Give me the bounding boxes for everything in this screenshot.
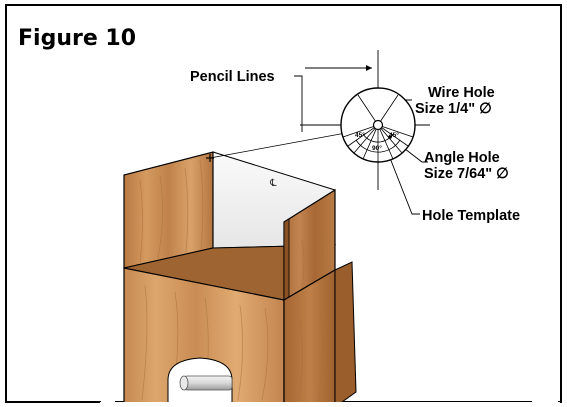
wire-hole-label-line2: Size 1/4" ∅ [415, 101, 492, 117]
hole-template-label: Hole Template [422, 208, 520, 224]
base-side [283, 268, 336, 407]
hole-template: 45° 90° 45° [340, 87, 416, 163]
angle-hole-marker [388, 135, 392, 139]
template-angle-left: 45° [355, 131, 365, 139]
angle-hole-label-line2: Size 7/64" ∅ [424, 166, 509, 182]
wire-hole [372, 119, 384, 131]
template-angle-right: 45° [389, 131, 399, 139]
pencil-lines-leader [294, 75, 303, 130]
right-panel-edge [283, 218, 290, 301]
centerline-symbol: ℄ [269, 178, 277, 189]
angle-hole-label-line1: Angle Hole [424, 150, 500, 166]
wire-hole-label-line1: Wire Hole [428, 85, 495, 101]
template-angle-center: 90° [372, 144, 382, 152]
box-illustration: ℄ [100, 151, 560, 407]
pencil-lines-label: Pencil Lines [190, 69, 275, 85]
figure-title: Figure 10 [18, 26, 136, 51]
feed-tube [179, 375, 233, 391]
hole-template-leader [389, 157, 420, 215]
base-front [123, 267, 285, 407]
base-step [334, 261, 357, 407]
